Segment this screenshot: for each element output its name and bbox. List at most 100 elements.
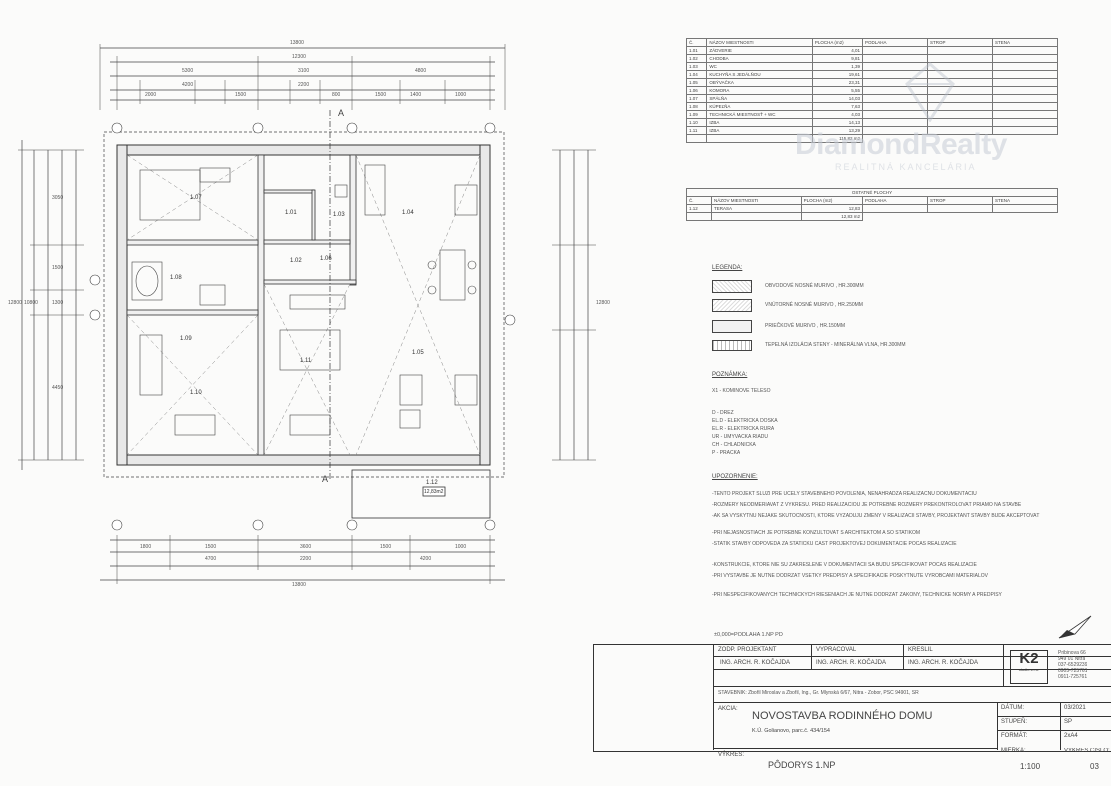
table-cell: 12,83 [800,204,864,213]
table-cell: 5,55 [811,86,864,95]
table-cell: 4,03 [811,110,864,119]
table-cell: KÚPEĽŇA [706,102,813,111]
stupen-value: SP [1064,719,1073,725]
warning-line: -TENTO PROJEKT SLÚŽI PRE ÚČELY STAVEBNÉH… [712,491,977,497]
dim-bottom-seg: 4200 [420,556,432,562]
notes-title: POZNÁMKA: [712,372,748,378]
table-cell: 1.07 [685,94,708,103]
dim-top-seg: 4800 [415,68,427,74]
note-abbr: D - DRÉZ [712,410,734,416]
note-abbr: EL.R - ELEKTRICKÁ RÚRA [712,426,775,432]
table-cell: 1.06 [685,86,708,95]
note-chimney: X1 - KOMÍNOVÉ TELESO [712,388,771,394]
floor-plan [18,44,596,584]
studio-address: 949 01 Nitra [1058,656,1086,662]
table-cell: 14,13 [811,118,864,127]
legend-swatch-inner-wall [712,299,752,312]
table-total-row: 12,83 m2 [685,212,1058,221]
warning-line: -PRI NEŠPECIFIKOVANÝCH TECHNICKÝCH RIEŠE… [712,592,1002,598]
legend-label: VNÚTORNÉ NOSNÉ MURIVO , HR.250MM [765,302,863,308]
table-total: 12,83 m2 [800,212,864,221]
table-header: Č. [685,196,713,205]
table-header: STROP [927,38,993,47]
table-cell: 1.08 [685,102,708,111]
dim-top-seg: 1500 [235,92,247,98]
dim-top-seg: 1400 [410,92,422,98]
legend-label: OBVODOVÉ NOSNÉ MURIVO , HR.300MM [765,283,864,289]
room-label: 1.06 [320,256,332,262]
dim-top-seg: 4200 [182,82,194,88]
watermark-tagline: REALITNÁ KANCELÁRIA [835,162,977,172]
section-mark-bottom: A [322,474,329,484]
warning-title: UPOZORNENIE: [712,474,758,480]
table-cell: CHODBA [706,54,813,63]
dim-bottom-seg: 1000 [455,544,467,550]
datum-label: DÁTUM: [1001,705,1024,711]
dim-top-total: 13800 [290,40,304,46]
dim-top-seg: 1000 [455,92,467,98]
legend-title: LEGENDA: [712,265,743,271]
legend-label: TEPELNÁ IZOLÁCIA STENY - MINERÁLNA VLNA,… [765,342,906,348]
warning-line: -PRI VYSTAVBE JE NUTNÉ DODRŽAŤ VŠETKY PR… [712,573,988,579]
watermark: DiamondRealty REALITNÁ KANCELÁRIA [795,128,1007,172]
legend-label: PRIEČKOVÉ MURIVO , HR.150MM [765,323,846,329]
vypracoval-value: ING. ARCH. R. KOČAJDA [816,660,887,666]
dim-side-seg: 1500 [52,265,64,271]
note-abbr: UR - UMÝVAČKA RIADU [712,434,769,440]
dim-bottom-seg: 1800 [140,544,152,550]
room-label: 1.11 [300,358,312,364]
legend-swatch-partition [712,320,752,333]
diamond-logo-icon [905,62,955,122]
dim-top-seg: 2000 [145,92,157,98]
studio-address: 037-6529239 [1058,662,1088,668]
level-note: ±0,000=PODLAHA 1.NP PD [714,632,783,638]
mierka-label: MIERKA: [1001,748,1026,754]
investor: STAVEBNÍK: Zbořil Miroslav a Zbořil, Ing… [718,690,919,696]
dim-side-seg: 3050 [52,195,64,201]
table-header: STENA [992,38,1058,47]
dim-top-seg: 3100 [298,68,310,74]
room-label: 1.10 [190,390,202,396]
note-abbr: P - PRÁČKA [712,450,741,456]
cislo-value: 03 [1090,762,1099,771]
dim-bottom-seg: 4700 [205,556,217,562]
mierka-value: 1:100 [1020,762,1041,771]
table-cell: 1,39 [811,62,864,71]
table-cell: ZÁDVERIE [706,46,813,55]
room-label: 1.09 [180,336,192,342]
format-value: 2xA4 [1064,733,1078,739]
table-cell: TERASA [711,204,802,213]
dim-top-seg: 1500 [375,92,387,98]
format-label: FORMÁT: [1001,733,1028,739]
table-cell: OBÝVAČKA [706,78,813,87]
title-block [593,644,1111,752]
dim-side-seg: 1300 [52,300,64,306]
table-header: PODLAHA [862,196,928,205]
dim-side-seg: 4450 [52,385,64,391]
warning-line: -KONŠTRUKCIE, KTORÉ NIE SÚ ZAKRESLENÉ V … [712,562,977,568]
table-cell: 23,31 [811,78,864,87]
dim-bottom-seg: 1500 [205,544,217,550]
dim-side-total: 12800 [8,300,22,306]
other-areas-table: OSTATNÉ PLOCHY Č. NÁZOV MIESTNOSTI PLOCH… [685,188,1058,221]
logo-mark: K2 [1019,650,1039,667]
warning-line: -ROZMERY NEODMERIAVAŤ Z VÝKRESU. PRED RE… [712,502,1022,508]
table-header: NÁZOV MIESTNOSTI [706,38,813,47]
legend-swatch-insulation [712,340,752,351]
cadastral-area: K.Ú. Golianovo, parc.č. 434/154 [752,728,830,734]
table-cell: 1.05 [685,78,708,87]
table-header: PLOCHA (m2) [811,38,864,47]
table-header: NÁZOV MIESTNOSTI [711,196,802,205]
table-cell: KUCHYŇA S JEDÁLŇOU [706,70,813,79]
cislo-label: VÝKRES ČÍSLO: [1064,748,1110,754]
table-cell: 14,03 [811,94,864,103]
table-cell: WC [706,62,813,71]
table-cell: SPÁLŇA [706,94,813,103]
